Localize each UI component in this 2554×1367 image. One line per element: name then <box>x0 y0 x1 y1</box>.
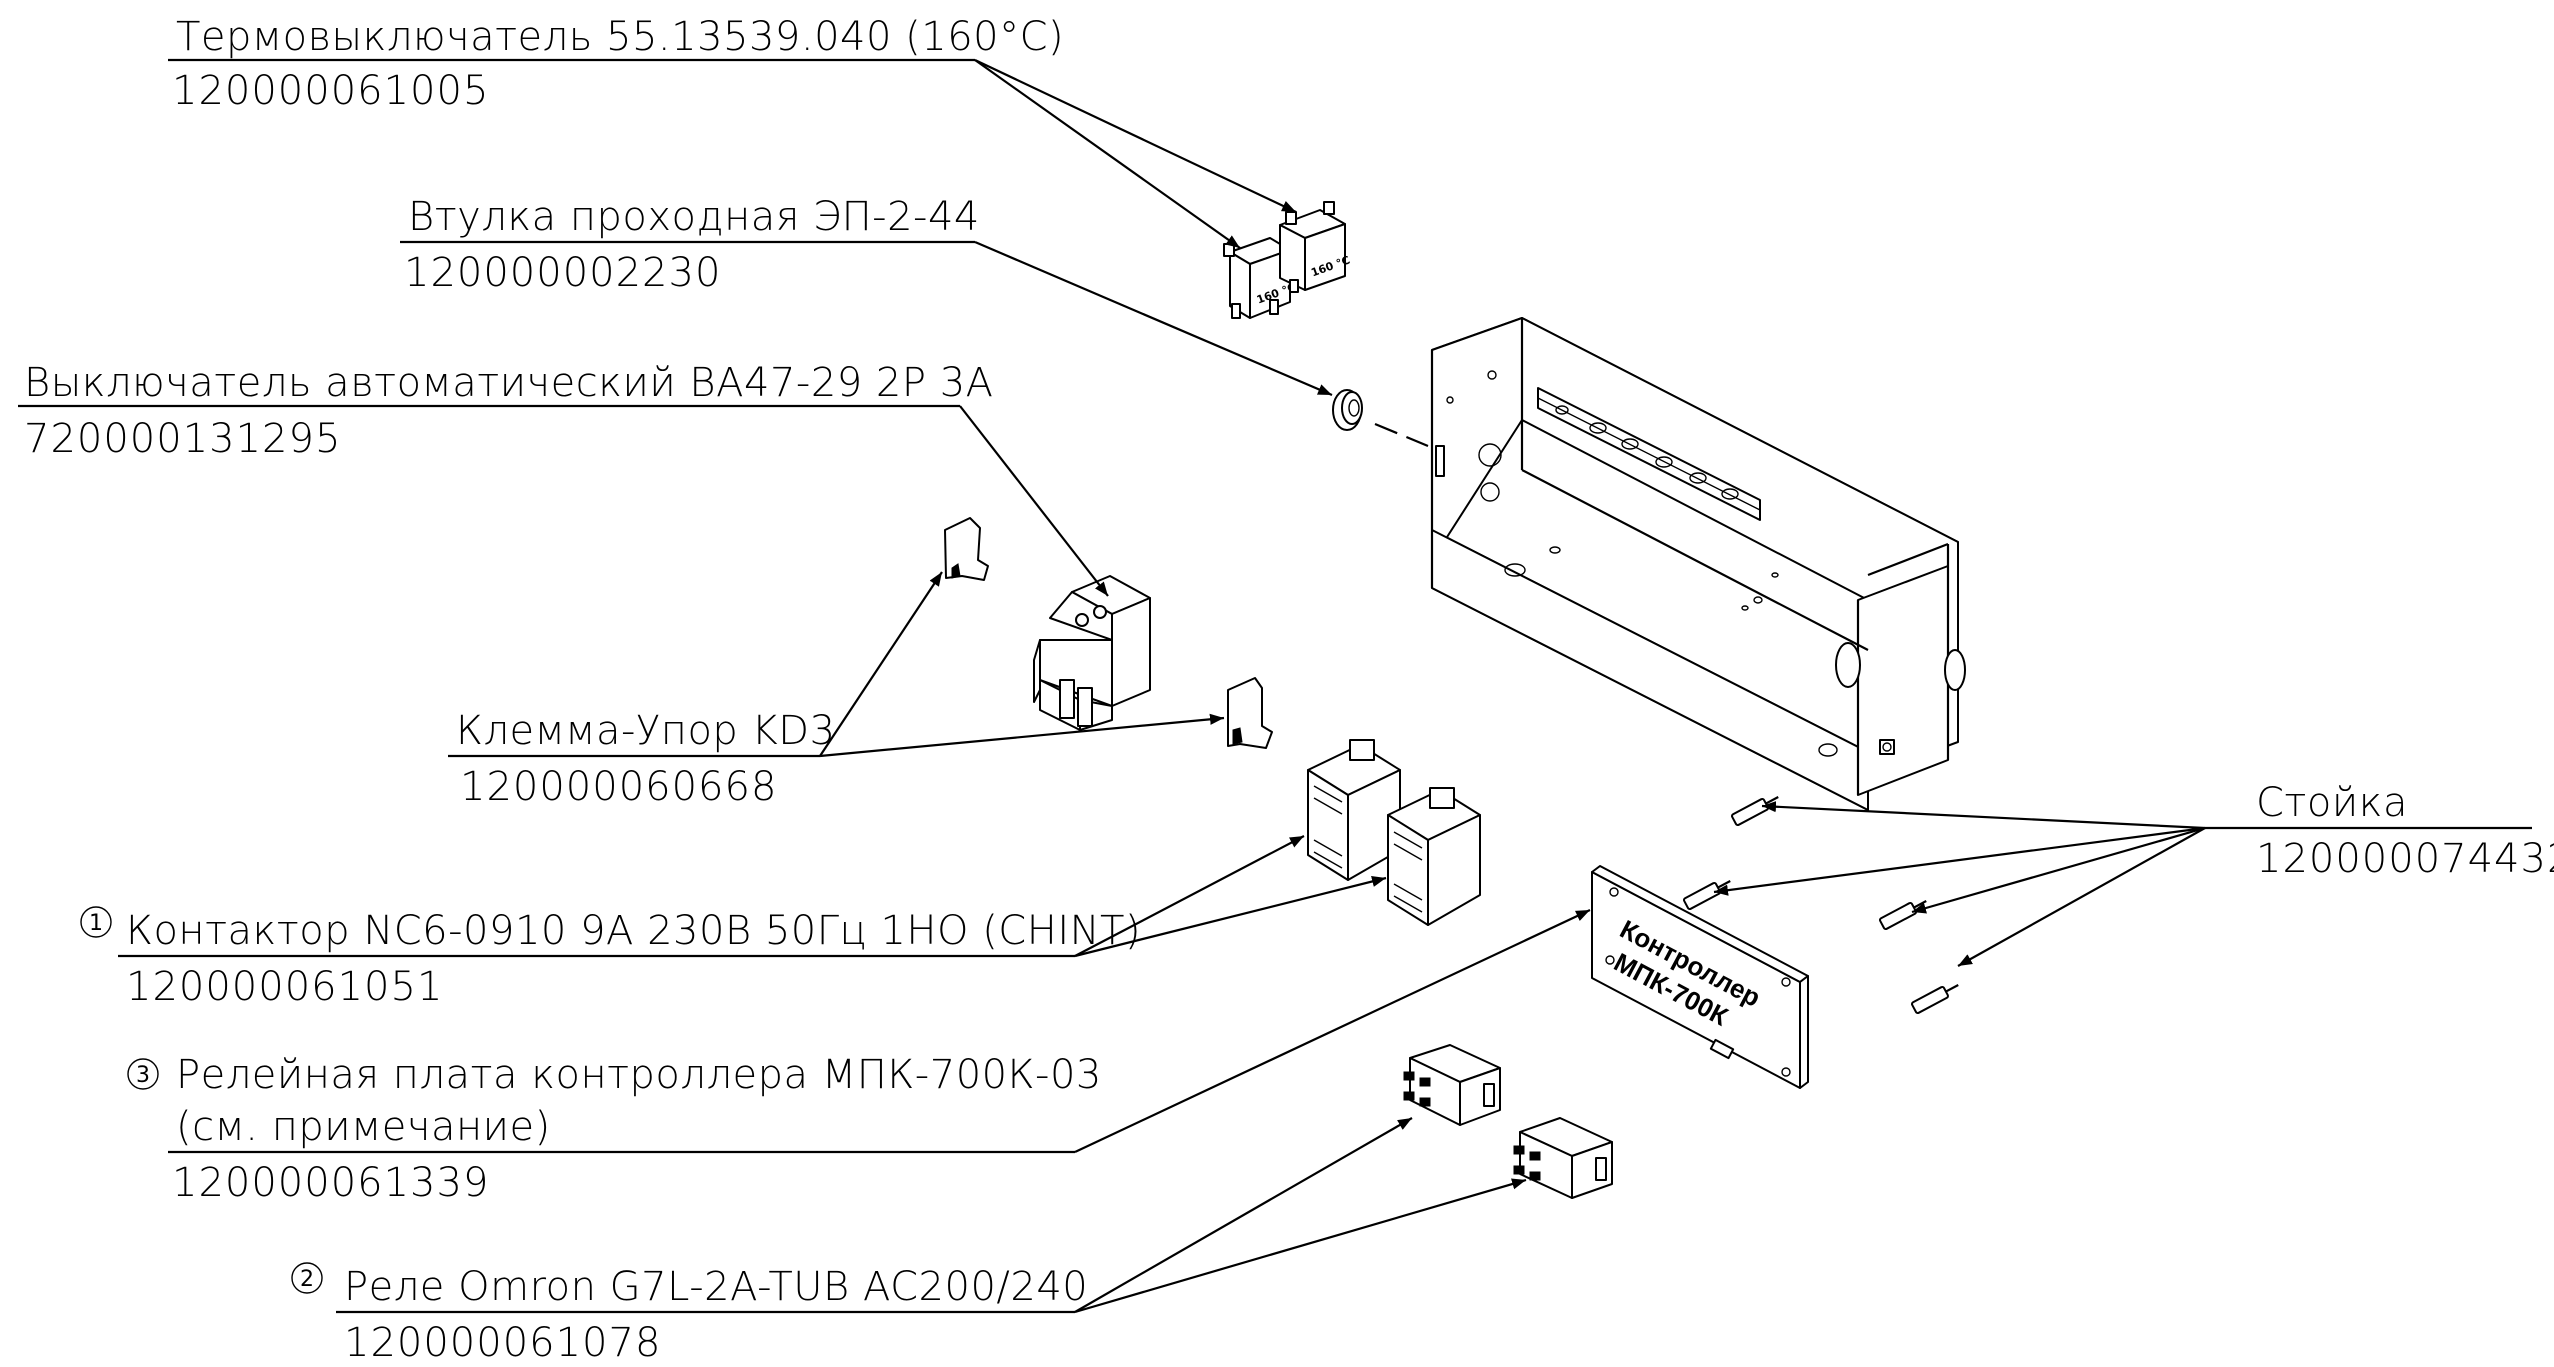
breaker-label: Выключатель автоматический ВА47-29 2P 3A <box>24 360 994 406</box>
relay-num: 2 <box>300 1267 314 1292</box>
standoff-label: Стойка <box>2256 780 2408 826</box>
callout-breaker: Выключатель автоматический ВА47-29 2P 3A… <box>18 360 1109 597</box>
contactor-parts <box>1307 739 1481 926</box>
relay-board-note: (см. примечание) <box>176 1104 551 1150</box>
callout-contactor: 1 Контактор NC6-0910 9A 230В 50Гц 1НО (C… <box>80 835 1387 1010</box>
bushing-label: Втулка проходная ЭП-2-44 <box>408 194 980 240</box>
callout-bushing: Втулка проходная ЭП-2-44 120000002230 <box>400 194 1333 397</box>
relay-board-code: 120000061339 <box>172 1160 489 1206</box>
relay-code: 120000061078 <box>344 1320 661 1366</box>
relay-parts <box>1403 1044 1613 1199</box>
relay-board-label: Релейная плата контроллера МПК-700К-03 <box>176 1052 1102 1098</box>
bushing-code: 120000002230 <box>404 250 721 296</box>
callout-relay: 2 Реле Omron G7L-2A-TUB AC200/240 120000… <box>291 1117 1527 1366</box>
circuit-breaker-part <box>1033 575 1151 731</box>
standoff-parts <box>1682 796 1959 1015</box>
contactor-code: 120000061051 <box>126 964 443 1010</box>
relay-label: Реле Omron G7L-2A-TUB AC200/240 <box>344 1264 1088 1310</box>
contactor-num: 1 <box>89 911 103 936</box>
thermostat-code: 120000061005 <box>172 68 489 114</box>
bushing-part <box>1332 389 1429 448</box>
breaker-code: 720000131295 <box>24 416 341 462</box>
callout-relay-board: 3 Релейная плата контроллера МПК-700К-03… <box>127 909 1591 1206</box>
standoff-code: 120000074432 <box>2256 836 2554 882</box>
thermostat-parts: 160 °C 160 °C <box>1223 201 1352 319</box>
end-stop-parts <box>944 517 1273 749</box>
end-stop-code: 120000060668 <box>460 764 777 810</box>
end-stop-label: Клемма-Упор KD3 <box>456 708 836 754</box>
callout-end-stop: Клемма-Упор KD3 120000060668 <box>448 571 1225 810</box>
callout-standoff: Стойка 120000074432 <box>1713 780 2554 967</box>
enclosure-box <box>1430 317 1966 811</box>
relay-board-num: 3 <box>136 1063 150 1088</box>
thermostat-label: Термовыключатель 55.13539.040 (160°C) <box>176 14 1064 60</box>
callout-thermostat: Термовыключатель 55.13539.040 (160°C) 12… <box>168 14 1297 249</box>
contactor-label: Контактор NC6-0910 9A 230В 50Гц 1НО (CHI… <box>126 908 1141 954</box>
